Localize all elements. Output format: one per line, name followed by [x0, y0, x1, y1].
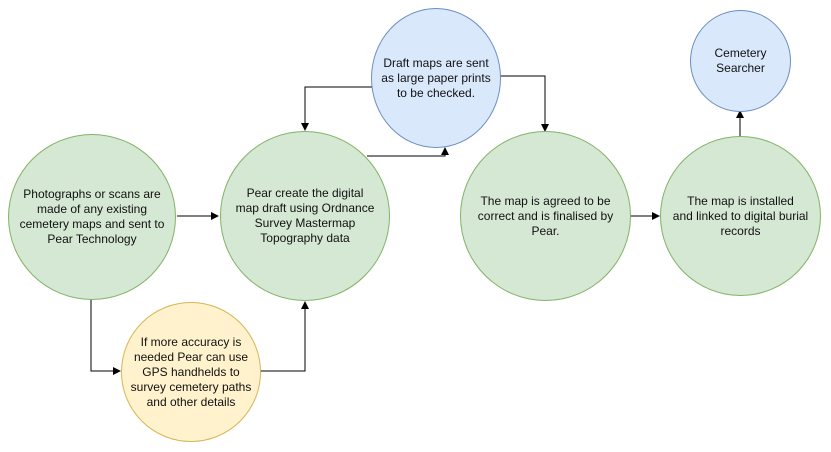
arrow-accuracy-to-draft [260, 301, 309, 372]
node-searcher: Cemetery Searcher [690, 10, 791, 112]
node-installed: The map is installed and linked to digit… [660, 136, 821, 296]
node-prints-label: Draft maps are sent as large paper print… [381, 55, 491, 100]
node-finalised-label: The map is agreed to be correct and is f… [477, 193, 614, 238]
node-draft: Pear create the digital map draft using … [220, 131, 390, 301]
node-accuracy: If more accuracy is needed Pear can use … [121, 302, 261, 442]
node-prints: Draft maps are sent as large paper print… [371, 8, 501, 148]
node-accuracy-label: If more accuracy is needed Pear can use … [130, 334, 252, 409]
node-photographs-label: Photographs or scans are made of any exi… [19, 187, 165, 246]
arrow-draft-to-prints [367, 147, 449, 157]
node-draft-label: Pear create the digital map draft using … [235, 186, 375, 245]
arrow-prints-to-draft [301, 86, 372, 131]
arrow-prints-to-finalised [500, 75, 549, 132]
node-finalised: The map is agreed to be correct and is f… [460, 131, 631, 301]
node-photographs: Photographs or scans are made of any exi… [8, 134, 176, 300]
arrow-photographs-to-accuracy [90, 299, 121, 375]
node-searcher-label: Cemetery Searcher [714, 46, 767, 75]
node-installed-label: The map is installed and linked to digit… [672, 193, 809, 238]
